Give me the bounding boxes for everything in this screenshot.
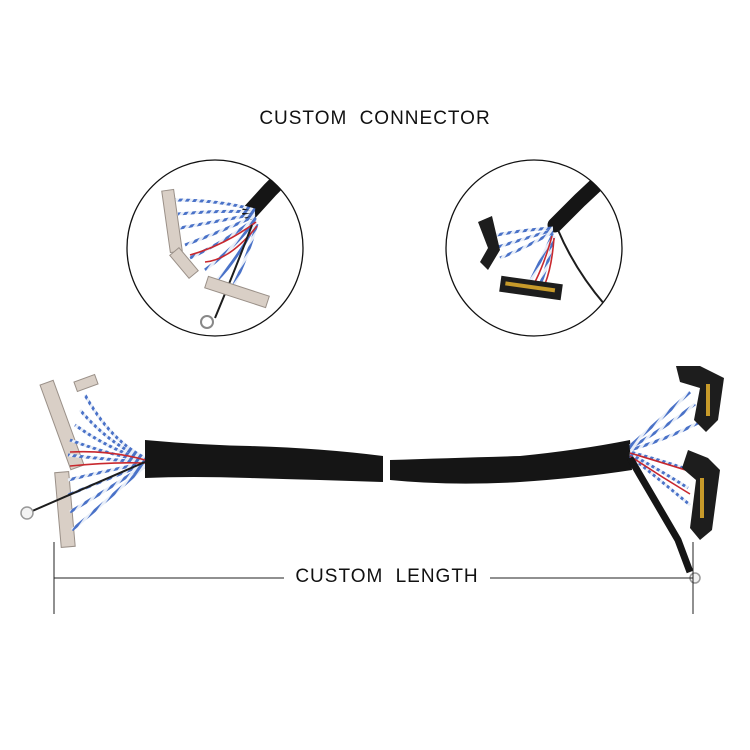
left-connector-detail <box>126 159 304 337</box>
left-top-connector <box>39 379 85 471</box>
right-cable-sleeve <box>390 440 632 484</box>
custom-connector-title: CUSTOM CONNECTOR <box>259 108 491 129</box>
main-cable <box>20 366 724 584</box>
right-connector-detail <box>445 159 623 337</box>
custom-length-label: CUSTOM LENGTH <box>284 566 490 588</box>
left-bottom-connector <box>54 470 76 549</box>
right-top-connector <box>676 366 724 432</box>
left-cable-sleeve <box>145 440 383 482</box>
